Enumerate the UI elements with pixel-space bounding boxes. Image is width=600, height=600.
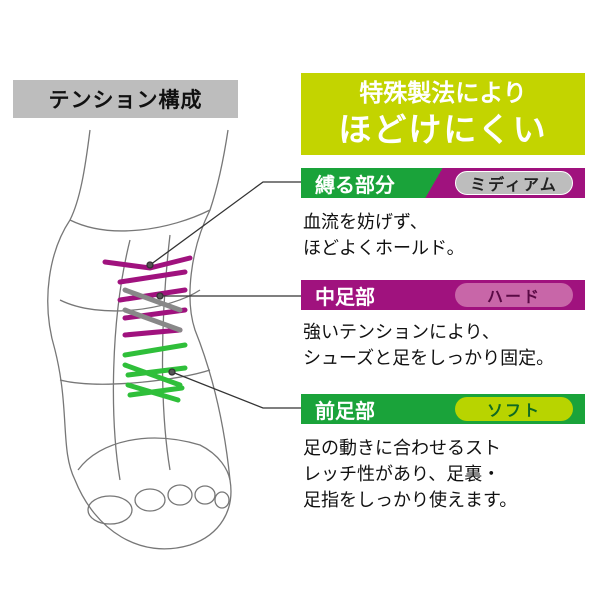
desc-line: 足指をしっかり使えます。: [303, 490, 518, 511]
section-bar-binding: 縛る部分 ミディアム: [301, 168, 585, 198]
tension-badge: ミディアム: [455, 171, 573, 195]
title-tag: テンション構成: [13, 80, 238, 118]
section-desc: 血流を妨げず、 ほどよくホールド。: [303, 210, 465, 262]
section-label: 中足部: [315, 284, 375, 309]
desc-line: 血流を妨げず、: [303, 212, 428, 233]
headline-line1: 特殊製法により: [359, 79, 527, 107]
tension-badge: ソフト: [455, 397, 573, 421]
desc-line: ほどよくホールド。: [303, 238, 465, 259]
section-bar-midfoot: 中足部 ハード: [301, 280, 585, 310]
desc-line: シューズと足をしっかり固定。: [303, 348, 555, 369]
desc-line: レッチ性があり、足裏・: [303, 464, 501, 485]
section-desc: 足の動きに合わせるスト レッチ性があり、足裏・ 足指をしっかり使えます。: [303, 436, 517, 514]
section-label: 前足部: [315, 398, 375, 423]
desc-line: 足の動きに合わせるスト: [303, 438, 501, 459]
headline-box: 特殊製法により ほどけにくい: [301, 73, 585, 155]
section-label: 縛る部分: [315, 172, 395, 197]
section-desc: 強いテンションにより、 シューズと足をしっかり固定。: [303, 320, 554, 372]
section-bar-forefoot: 前足部 ソフト: [301, 394, 585, 424]
desc-line: 強いテンションにより、: [303, 322, 500, 343]
tension-badge: ハード: [455, 283, 573, 307]
headline-line2: ほどけにくい: [338, 110, 548, 149]
